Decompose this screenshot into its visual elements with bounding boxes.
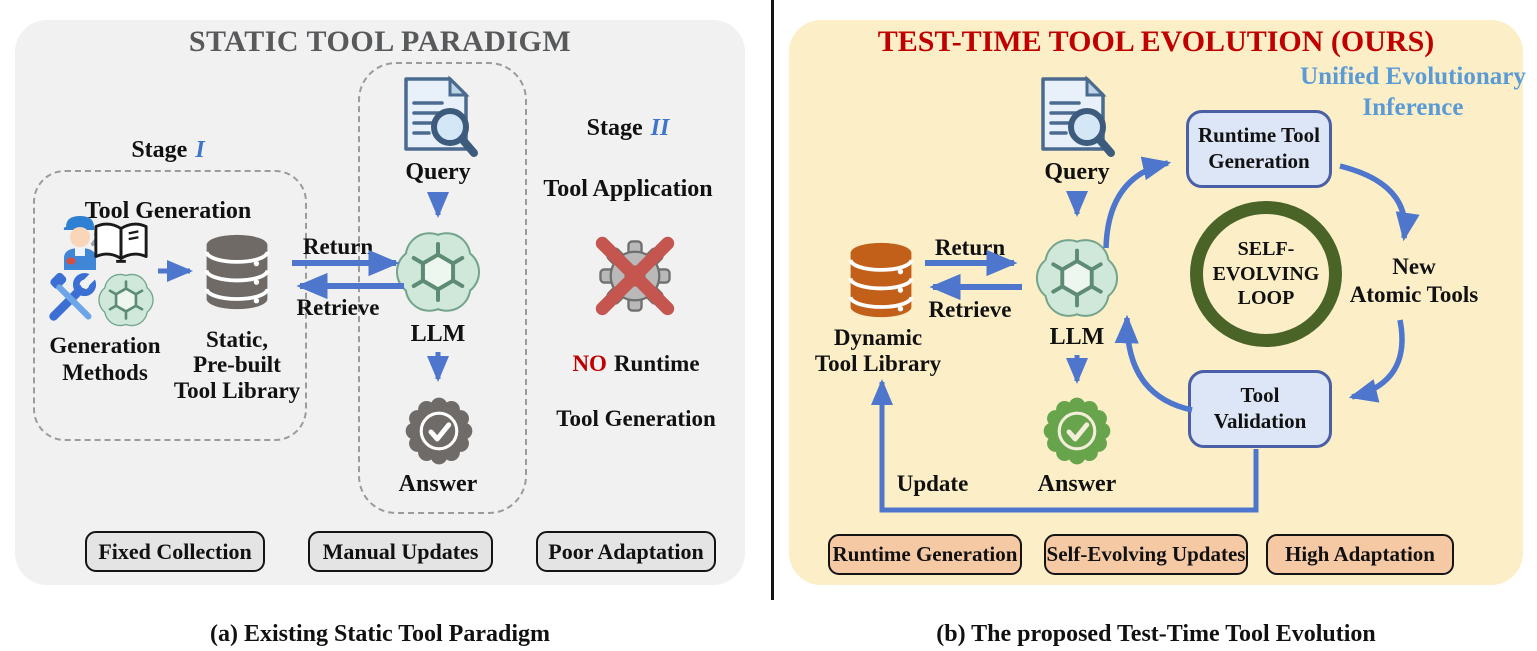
query-label-left: Query: [405, 159, 471, 185]
crossed-tools-icon: [49, 272, 98, 321]
right-panel-title: TEST-TIME TOOL EVOLUTION (OURS): [877, 25, 1435, 58]
self-evolving-loop-label: SELF- EVOLVING LOOP: [1212, 238, 1320, 310]
llm-label-right: LLM: [1049, 324, 1105, 350]
query-label-right: Query: [1044, 159, 1110, 185]
no-runtime-gear-cross-icon: [595, 236, 675, 316]
caption-left: (a) Existing Static Tool Paradigm: [209, 621, 551, 647]
query-document-icon: [404, 75, 478, 157]
open-book-icon: [94, 222, 148, 263]
caption-right: (b) The proposed Test-Time Tool Evolutio…: [936, 621, 1376, 647]
answer-label-left: Answer: [398, 471, 478, 497]
retrieve-label-left: Retrieve: [296, 295, 380, 320]
return-label-right: Return: [934, 235, 1006, 260]
return-label-left: Return: [302, 234, 374, 259]
dynamic-library-label: Dynamic Tool Library: [814, 325, 942, 377]
runtime-tool-generation-box: Runtime Tool Generation: [1186, 110, 1332, 188]
answer-badge-gray-icon: [405, 397, 473, 465]
pill-high-adaptation: High Adaptation: [1266, 534, 1454, 575]
pill-fixed-collection: Fixed Collection: [85, 531, 265, 572]
answer-badge-green-icon: [1043, 397, 1111, 465]
pill-poor-adaptation: Poor Adaptation: [536, 531, 716, 572]
retrieve-label-right: Retrieve: [928, 297, 1012, 322]
tool-generation-dashed-box: [33, 170, 307, 441]
left-panel-title: STATIC TOOL PARADIGM: [188, 25, 572, 58]
self-evolving-loop-ring: SELF- EVOLVING LOOP: [1190, 201, 1342, 347]
unified-evolutionary-inference-label: Unified Evolutionary Inference: [1300, 63, 1526, 121]
query-document-icon-right: [1041, 75, 1115, 157]
pill-manual-updates: Manual Updates: [308, 531, 493, 572]
pill-self-evolving-updates: Self-Evolving Updates: [1044, 534, 1248, 575]
update-label: Update: [896, 471, 969, 496]
llm-flower-small-icon: [98, 273, 154, 327]
dynamic-database-icon: [848, 240, 914, 320]
static-database-icon: [204, 232, 270, 312]
llm-label-left: LLM: [410, 321, 466, 347]
new-atomic-tools-label: New Atomic Tools: [1349, 254, 1479, 307]
static-library-label: Static, Pre-built Tool Library: [173, 327, 301, 403]
panel-divider: [771, 0, 774, 600]
tool-validation-box: Tool Validation: [1188, 370, 1332, 448]
llm-flower-icon-left: [396, 232, 480, 312]
llm-flower-icon-right: [1035, 239, 1119, 317]
generation-methods-label: Generation Methods: [49, 333, 161, 386]
answer-label-right: Answer: [1037, 471, 1117, 497]
pill-runtime-generation: Runtime Generation: [828, 534, 1022, 575]
